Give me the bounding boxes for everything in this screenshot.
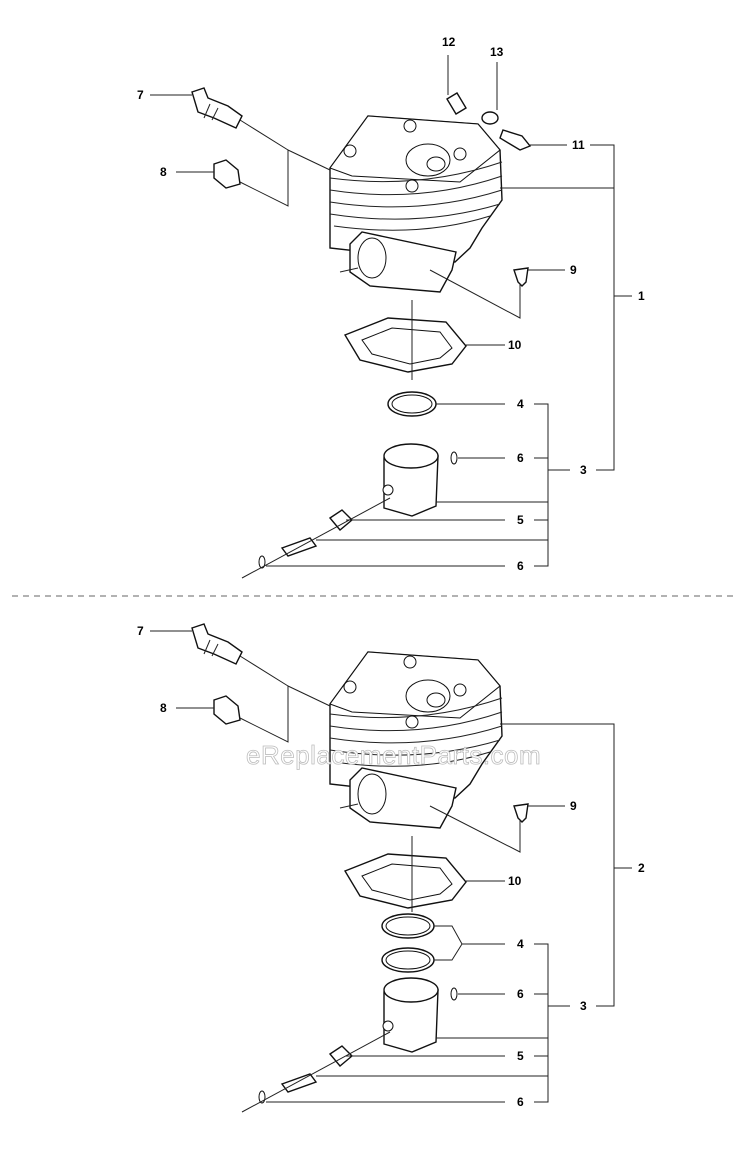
callout-2: 2 [638,861,645,875]
piston[interactable] [382,977,439,1053]
callout-8: 8 [160,165,167,179]
callout-4: 4 [517,397,524,411]
nipple[interactable] [499,129,532,151]
callout-3: 3 [580,999,587,1013]
callout-11: 11 [572,138,585,152]
callout-13: 13 [490,45,504,59]
callout-9: 9 [570,799,577,813]
washer[interactable] [481,111,499,125]
spark-plug[interactable] [191,623,243,665]
callout-1: 1 [638,289,645,303]
circlip[interactable] [258,987,458,1104]
callouts: 7 8 9 2 10 4 6 3 5 6 [137,624,645,1109]
callout-7: 7 [137,624,144,638]
piston-ring[interactable] [387,391,437,417]
piston[interactable] [382,443,439,517]
assembly-upper: 7 8 12 13 11 9 1 10 4 6 3 5 6 [137,35,645,579]
callout-6: 6 [517,451,524,465]
gasket[interactable] [343,317,467,373]
plug[interactable] [213,159,241,189]
callout-4: 4 [517,937,524,951]
leader-lines [150,55,632,579]
plug[interactable] [213,695,241,725]
callout-5: 5 [517,513,524,527]
screw[interactable] [513,803,529,823]
gasket[interactable] [343,853,467,909]
callouts: 7 8 12 13 11 9 1 10 4 6 3 5 6 [137,35,645,573]
callout-6: 6 [517,1095,524,1109]
cylinder[interactable] [329,115,503,293]
callout-6: 6 [517,559,524,573]
leader-lines [150,630,632,1113]
callout-9: 9 [570,263,577,277]
screw[interactable] [513,267,529,287]
callout-12: 12 [442,35,456,49]
circlip[interactable] [258,451,458,569]
callout-6: 6 [517,987,524,1001]
cylinder[interactable] [329,651,503,829]
piston-pin[interactable] [280,1073,318,1093]
spark-plug[interactable] [191,87,243,129]
sleeve[interactable] [446,92,467,115]
piston-ring[interactable] [381,947,435,973]
assembly-lower: 7 8 9 2 10 4 6 3 5 6 [137,623,645,1113]
callout-8: 8 [160,701,167,715]
callout-7: 7 [137,88,144,102]
callout-10: 10 [508,338,522,352]
piston-ring[interactable] [381,913,435,939]
callout-10: 10 [508,874,522,888]
callout-3: 3 [580,463,587,477]
watermark: eReplacementParts.com [246,740,541,770]
callout-5: 5 [517,1049,524,1063]
